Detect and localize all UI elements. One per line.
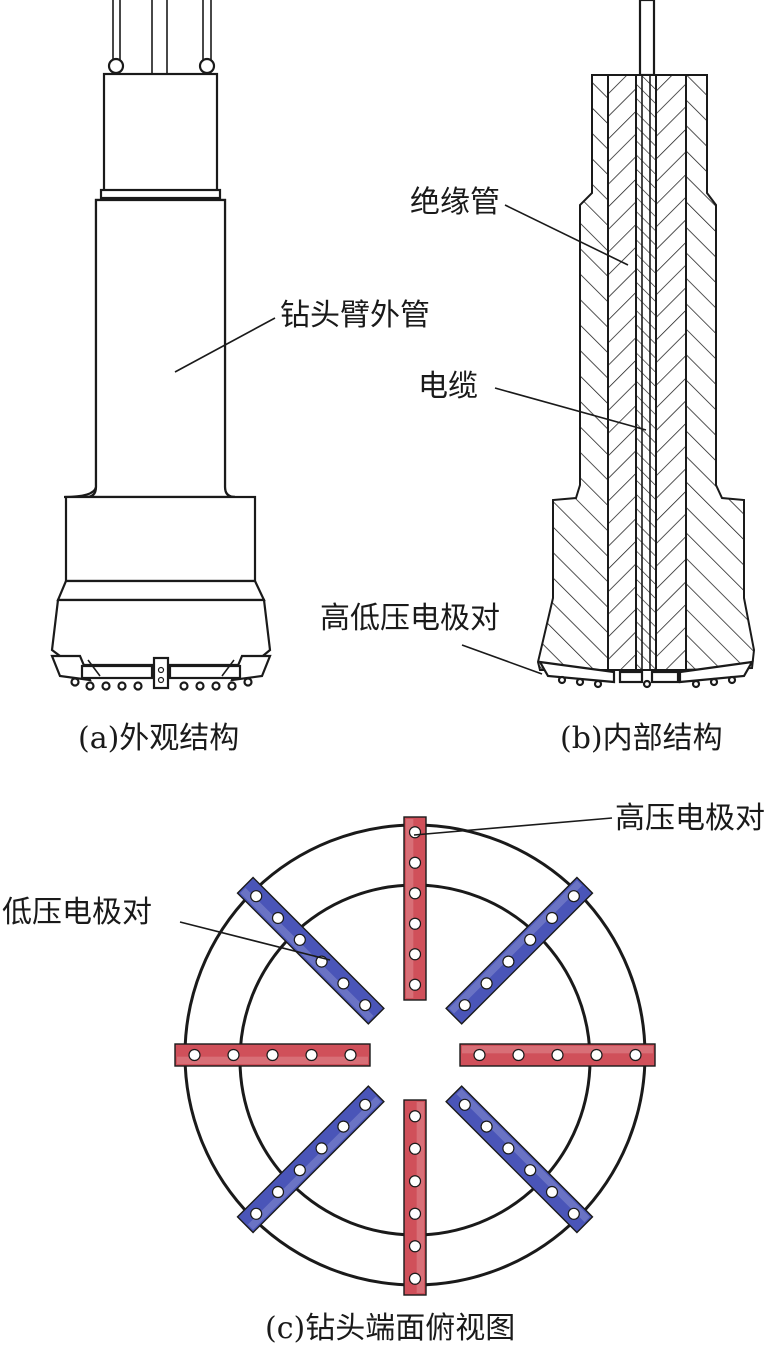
lv-arm-bottom-left <box>236 1085 385 1234</box>
leader-hv-lv-pair <box>461 644 543 675</box>
lv-arm-top-left-hole <box>359 999 372 1012</box>
hv-arm-bottom-hole <box>408 1207 422 1220</box>
hv-arm-top-hole <box>408 826 422 839</box>
hv-arm-right-hole <box>590 1048 603 1062</box>
insulating-tube-left <box>607 74 637 671</box>
label-hv-lv-pair: 高低压电极对 <box>320 601 500 636</box>
insulating-tube-right <box>655 74 687 671</box>
lv-arm-top-right <box>445 876 594 1025</box>
hv-arm-bottom-hole <box>408 1175 422 1188</box>
lv-arm-top-right-hole <box>567 890 580 903</box>
lv-arm-bottom-right-hole <box>567 1207 580 1220</box>
hv-arm-top-hole <box>408 856 422 869</box>
lv-arm-bottom-left-hole <box>337 1120 350 1133</box>
hv-arm-left-hole <box>305 1048 318 1062</box>
lv-arm-top-left <box>236 876 385 1025</box>
hv-arm-right-hole <box>473 1048 486 1062</box>
cables-top <box>107 0 216 75</box>
central-cable <box>635 74 657 671</box>
hv-arm-top-hole <box>408 978 422 991</box>
hv-arm-right-hole <box>551 1048 564 1062</box>
label-lv-pair: 低压电极对 <box>2 895 152 930</box>
lv-arm-bottom-right-hole <box>545 1185 559 1199</box>
caption-a: (a)外观结构 <box>78 721 239 756</box>
top-section <box>102 72 219 194</box>
hv-arm-left-hole <box>266 1048 279 1062</box>
lv-arm-bottom-left-hole <box>293 1164 306 1177</box>
bottom-electrodes <box>537 660 755 689</box>
leader-insulating-tube <box>504 204 629 266</box>
lv-arm-bottom-right <box>445 1085 594 1234</box>
leader-hv-pair <box>413 817 613 836</box>
lv-arm-top-right-hole <box>480 977 493 990</box>
lv-arm-bottom-left-hole <box>250 1207 263 1220</box>
lv-arm-bottom-right-hole <box>502 1142 515 1155</box>
caption-b: (b)内部结构 <box>560 721 723 756</box>
hv-arm-left <box>174 1043 371 1067</box>
lv-arm-top-right-hole <box>458 999 471 1012</box>
lv-arm-bottom-right-hole <box>480 1120 493 1133</box>
hv-arm-bottom-hole <box>408 1110 422 1123</box>
caption-c: (c)钻头端面俯视图 <box>265 1311 515 1346</box>
leader-cable <box>494 387 647 431</box>
shell-left <box>536 74 615 671</box>
hv-arm-bottom <box>403 1099 427 1296</box>
hv-arm-right-hole <box>629 1048 642 1062</box>
label-cable: 电缆 <box>418 369 478 404</box>
hv-arm-bottom-hole <box>408 1240 422 1253</box>
hv-arm-bottom-hole <box>408 1142 422 1155</box>
hv-arm-left-hole <box>344 1048 357 1062</box>
hv-arm-top-hole <box>408 887 422 900</box>
electrode-arms <box>174 816 656 1296</box>
panel-a-external: 钻头臂外管 (a)外观结构 <box>50 0 430 756</box>
lv-arm-bottom-left-hole <box>359 1098 372 1111</box>
label-outer-tube: 钻头臂外管 <box>280 298 430 333</box>
label-hv-pair: 高压电极对 <box>615 801 765 836</box>
hv-arm-top-hole <box>408 948 422 961</box>
lv-arm-bottom-right-hole <box>524 1164 537 1177</box>
lv-arm-top-right-hole <box>545 911 559 925</box>
hv-arm-left-hole <box>227 1048 240 1062</box>
lv-arm-top-right-hole <box>502 955 515 968</box>
label-insulating-tube: 绝缘管 <box>410 185 500 220</box>
hv-arm-right-hole <box>512 1048 525 1062</box>
lv-arm-top-left-hole <box>271 911 285 925</box>
panel-b-internal: 绝缘管 电缆 高低压电极对 (b)内部结构 <box>320 0 756 756</box>
lv-arm-bottom-right-hole <box>458 1098 471 1111</box>
lv-arm-top-left-hole <box>337 977 350 990</box>
hv-arm-right <box>459 1043 656 1067</box>
bit-teeth <box>50 654 272 691</box>
leader-outer-tube <box>174 317 276 373</box>
lv-arm-bottom-left-hole <box>315 1142 328 1155</box>
hv-arm-bottom-hole <box>408 1272 422 1285</box>
hv-arm-top <box>403 816 427 1001</box>
lv-arm-top-left-hole <box>250 890 263 903</box>
panel-c-top-view: 高压电极对 低压电极对 (c)钻头端面俯视图 <box>2 801 765 1346</box>
lv-arm-bottom-left-hole <box>271 1185 285 1199</box>
leader-lv-pair <box>179 921 331 961</box>
lv-arm-top-left-hole <box>293 933 306 946</box>
shell-right <box>679 74 756 672</box>
bit-head <box>50 598 272 667</box>
lv-arm-top-right-hole <box>524 933 537 946</box>
hv-arm-left-hole <box>188 1048 201 1062</box>
hv-arm-top-hole <box>408 917 422 930</box>
